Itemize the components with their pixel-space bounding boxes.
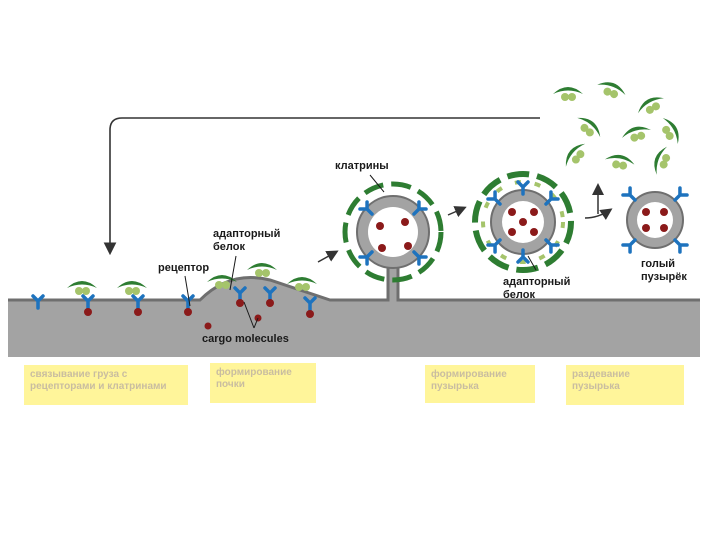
forming-vesicle [342,181,444,283]
stage-box-cargo-binding: связывание груза с рецепторами и клатрин… [24,365,188,405]
cargo-molecule [530,228,538,236]
label-pointers [184,174,537,329]
cargo-molecule [376,222,384,230]
coated-vesicle [472,171,574,273]
cargo-molecule [660,224,668,232]
cargo-molecule [134,308,142,316]
cargo-molecule [530,208,538,216]
step-arrow [447,206,467,218]
recycle-arrow [103,117,540,256]
cargo-molecule [404,242,412,250]
cargo-molecule [508,208,516,216]
adaptor-protein-label-right: адапторный белок [503,276,571,301]
clathrins-label: клатрины [335,160,389,172]
cargo-molecule [401,218,409,226]
step-arrow [317,250,339,263]
adaptor-protein-label-left: адапторный белок [213,228,281,253]
cargo-molecule [642,224,650,232]
cargo-molecule [660,208,668,216]
receptor-label: рецептор [158,262,210,274]
naked-vesicle-label: голый пузырёк [641,258,687,283]
cargo-molecule [236,299,244,307]
stage-box-bud-formation: формирование почки [210,363,316,403]
cargo-molecule [378,244,386,252]
flat-receptors-group [31,281,195,316]
cargo-molecule [519,218,527,226]
step-arrow [584,208,613,220]
cargo-molecule [508,228,516,236]
cargo-molecule [84,308,92,316]
stage-box-uncoating: раздевание пузырька [566,365,684,405]
released-clathrins [553,78,684,178]
stage-box-vesicle-formation: формирование пузырька [425,365,535,403]
cargo-molecule [642,208,650,216]
naked-vesicle [621,186,689,254]
cargo-molecule [306,310,314,318]
cargo-molecule [266,299,274,307]
cargo-molecules-label: cargo molecules [202,333,289,345]
cargo-molecule [204,322,212,330]
cargo-molecule [184,308,192,316]
cell-membrane [8,265,700,357]
